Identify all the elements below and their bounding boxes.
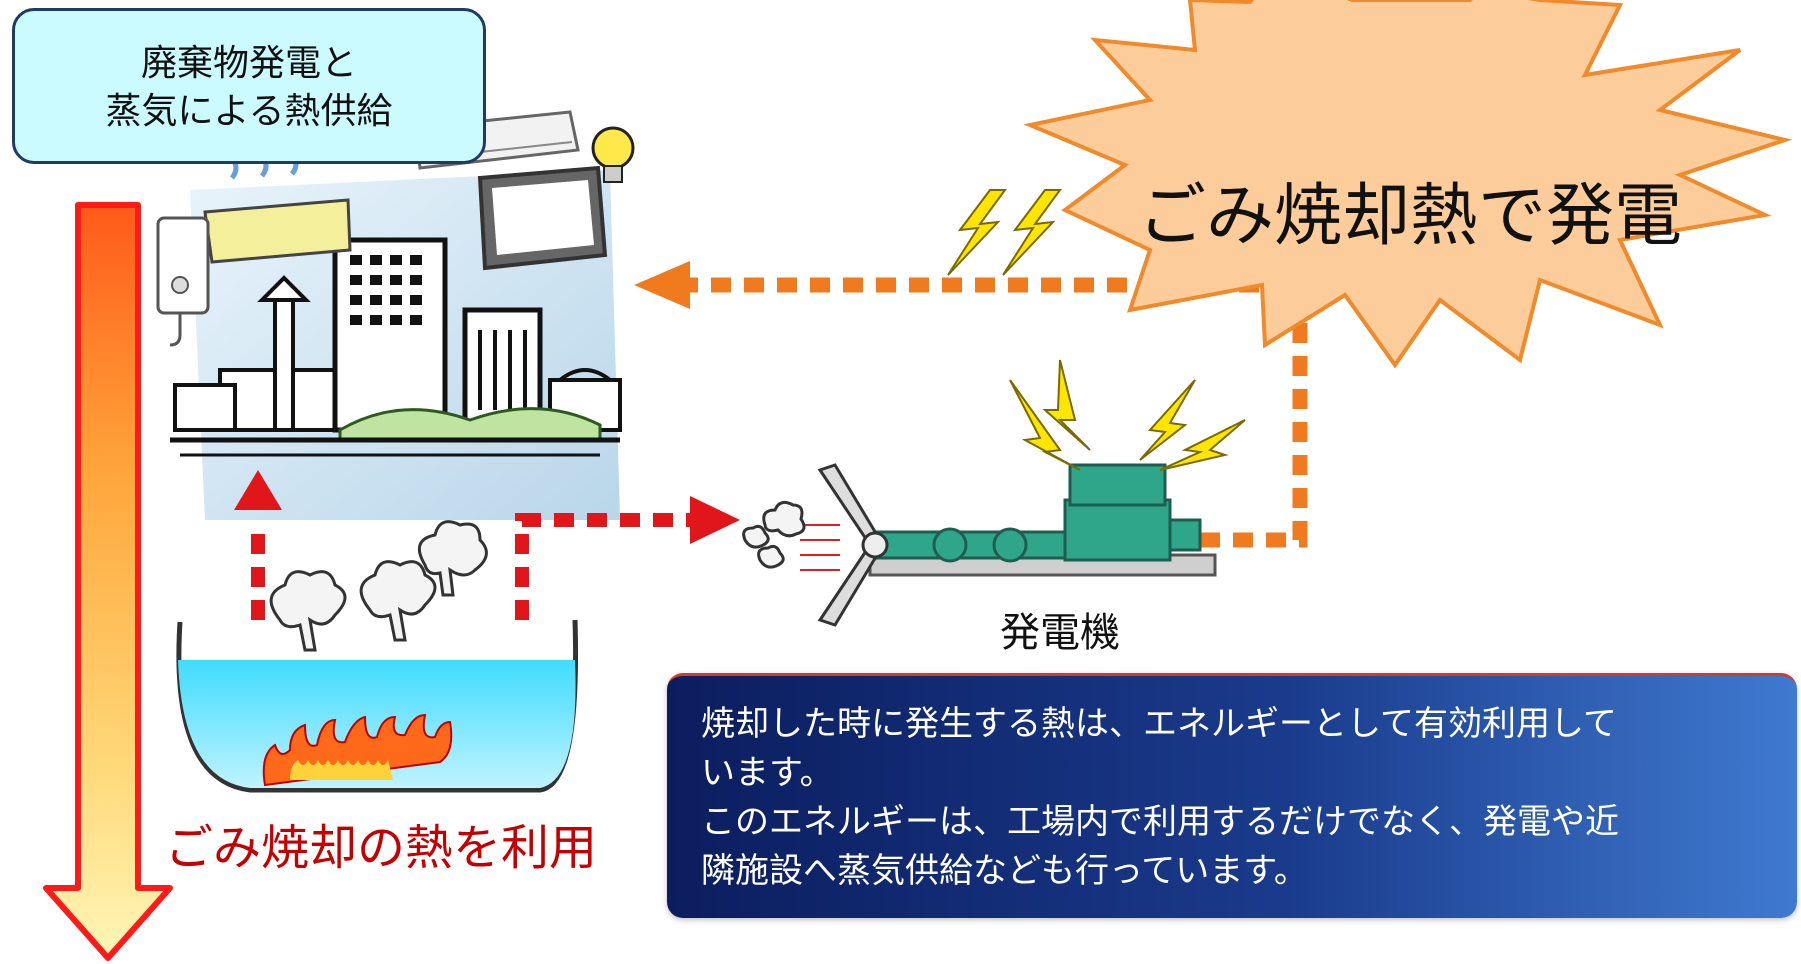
top-label-line1: 廃棄物発電と — [140, 43, 357, 84]
top-label-box: 廃棄物発電と 蒸気による熱供給 — [12, 8, 486, 164]
heat-flow-down-arrow — [43, 202, 173, 961]
info-line-3: このエネルギーは、工場内で利用するだけでなく、発電や近 — [701, 802, 1619, 842]
water-heater-icon — [156, 216, 210, 347]
steam-to-turbine-arrow — [515, 496, 740, 620]
info-line-1: 焼却した時に発生する熱は、エネルギーとして有効利用して — [701, 704, 1617, 744]
heat-caption: ごみ焼却の熱を利用 — [165, 820, 598, 876]
burst-shape — [1023, 0, 1793, 369]
lightning-icon — [1009, 359, 1246, 471]
info-line-4: 隣施設へ蒸気供給なども行っています。 — [701, 851, 1308, 891]
info-box: 焼却した時に発生する熱は、エネルギーとして有効利用して います。 このエネルギー… — [667, 673, 1797, 918]
rooftop-unit-icon — [203, 132, 352, 264]
electricity-flow-arrow — [634, 261, 1308, 548]
burst-title: ごみ焼却熱で発電 — [1137, 177, 1682, 256]
generator-icon — [868, 463, 1217, 577]
flame-icon — [262, 713, 453, 787]
top-label-line2: 蒸気による熱供給 — [105, 91, 393, 132]
lightning-icon — [947, 189, 1062, 276]
tv-icon — [477, 165, 608, 271]
smoke-icon — [269, 500, 806, 652]
steam-to-city-arrow — [234, 470, 282, 620]
info-line-2: います。 — [701, 753, 834, 793]
light-bulb-icon — [591, 126, 635, 183]
generator-label: 発電機 — [1000, 610, 1120, 656]
turbine-icon — [800, 463, 889, 627]
